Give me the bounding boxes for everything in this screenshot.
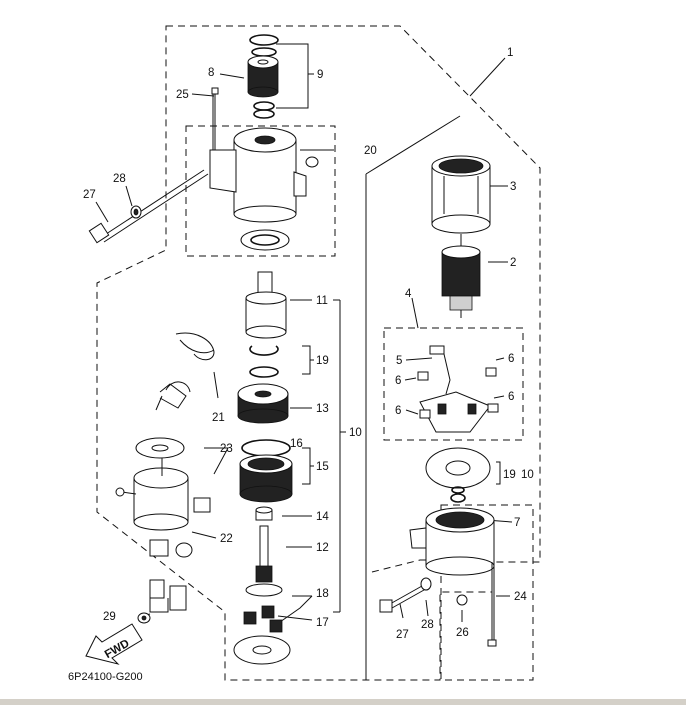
carrier-13 [237,383,289,424]
callout-25: 25 [176,89,189,101]
callout-3: 3 [510,181,516,193]
callout-26: 26 [456,627,469,639]
window-bottom-edge [0,699,686,705]
planet-gears-18 [243,605,283,633]
bracket-15 [302,447,314,485]
plate-17 [233,635,291,665]
bracket-19 [302,345,314,375]
bracket-10 [333,299,346,613]
callout-1: 1 [507,47,513,59]
armature-2 [441,234,481,318]
callout-12: 12 [316,542,329,554]
callout-16: 16 [290,438,303,450]
bracket-9 [276,43,314,109]
callout-21: 21 [212,412,225,424]
callout-24: 24 [514,591,527,603]
leader-lines [95,57,513,623]
internal-gear-15-16 [239,439,293,503]
diagram-code: 6P24100-G200 [68,671,143,683]
callout-6c: 6 [508,391,514,403]
bracket-19-10-right [496,461,501,485]
drive-housing-11 [245,271,287,339]
callout-17: 17 [316,617,329,629]
callout-27b: 27 [396,629,409,641]
assembly-outline-main [96,25,541,681]
callout-6d: 6 [395,405,401,417]
callout-2: 2 [510,257,516,269]
callout-13: 13 [316,403,329,415]
lever-21 [155,332,215,411]
callout-28b: 28 [421,619,434,631]
gear-housing-20 [209,127,319,251]
callout-20: 20 [364,145,377,157]
pinion-gear-group [247,34,279,119]
callout-7: 7 [514,517,520,529]
callout-29: 29 [103,611,116,623]
assembly-outline-end-cap [440,504,534,681]
yoke-3 [431,155,491,234]
callout-8: 8 [208,67,214,79]
callout-10b: 10 [521,469,534,481]
callout-9: 9 [317,69,323,81]
callout-27a: 27 [83,189,96,201]
bushing-14 [255,506,273,521]
shaft-12 [245,525,283,597]
callout-15: 15 [316,461,329,473]
fwd-arrow-icon: FWD [85,623,143,665]
callout-5: 5 [396,355,402,367]
solenoid-22 [115,437,211,558]
callout-19a: 19 [316,355,329,367]
callout-10a: 10 [349,427,362,439]
callout-6b: 6 [395,375,401,387]
switch-bracket-29 [137,579,187,624]
bracket-main-frame [365,115,461,680]
callout-labels: 1 3 2 4 5 6 6 6 6 19 10 7 24 27 28 26 9 … [83,47,534,641]
callout-18: 18 [316,588,329,600]
callout-11: 11 [316,295,328,307]
callout-19b: 19 [503,469,516,481]
callout-28a: 28 [113,173,126,185]
brush-holder-4 [417,345,499,433]
callout-22: 22 [220,533,233,545]
through-bolt-24 [487,562,497,647]
snap-rings-19 [249,345,279,378]
bolt-25 [211,87,219,160]
callout-14: 14 [316,511,329,523]
assembly-outline-gear-case [185,125,336,257]
callout-4: 4 [405,288,412,300]
end-cap-7 [409,507,495,606]
bolt-27-washer-28-right [379,577,432,613]
bolt-27-washer-28 [88,169,209,244]
callout-23: 23 [220,443,233,455]
callout-6a: 6 [508,353,514,365]
brush-plate-19 [425,447,491,503]
